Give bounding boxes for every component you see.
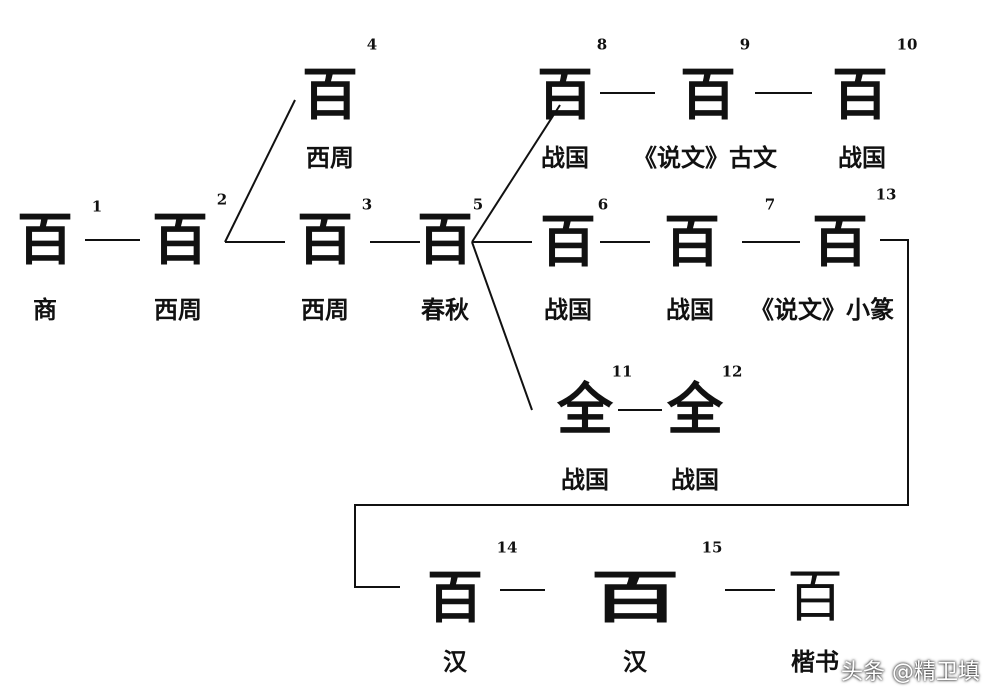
- period-label-3: 西周: [301, 295, 349, 324]
- glyph-3: 百: [297, 207, 353, 273]
- connector: [471, 104, 561, 243]
- period-label-9: 《说文》古文: [633, 143, 777, 172]
- period-label-10: 战国: [838, 143, 886, 172]
- period-label-11: 战国: [561, 465, 609, 494]
- period-label-12: 战国: [671, 465, 719, 494]
- glyph-13: 百: [812, 209, 868, 275]
- glyph-15: 百: [590, 565, 680, 631]
- glyph-14: 百: [427, 565, 483, 631]
- node-number-5: 5: [472, 195, 484, 214]
- glyph-7: 百: [664, 209, 720, 275]
- glyph-1: 百: [17, 207, 73, 273]
- node-number-9: 9: [739, 35, 751, 54]
- connector: [224, 99, 296, 243]
- period-label-6: 战国: [544, 295, 592, 324]
- connector: [354, 239, 909, 588]
- glyph-2: 百: [152, 207, 208, 273]
- period-label-5: 春秋: [421, 295, 469, 324]
- node-number-10: 10: [896, 35, 918, 54]
- period-label-7: 战国: [666, 295, 714, 324]
- glyph-16: 百: [787, 565, 843, 630]
- period-label-15: 汉: [623, 647, 647, 676]
- node-number-1: 1: [91, 197, 103, 216]
- node-number-3: 3: [361, 195, 373, 214]
- node-number-4: 4: [366, 35, 378, 54]
- glyph-5: 百: [417, 207, 473, 273]
- node-number-2: 2: [216, 190, 228, 209]
- node-number-8: 8: [596, 35, 608, 54]
- period-label-13: 《说文》小篆: [750, 295, 894, 324]
- node-number-13: 13: [875, 185, 897, 204]
- node-number-7: 7: [764, 195, 776, 214]
- node-number-12: 12: [721, 362, 743, 381]
- node-number-6: 6: [597, 195, 609, 214]
- period-label-16: 楷书: [791, 647, 839, 676]
- node-number-11: 11: [611, 362, 633, 381]
- period-label-8: 战国: [541, 143, 589, 172]
- glyph-11: 全: [557, 377, 613, 443]
- glyph-8: 百: [537, 62, 593, 128]
- period-label-1: 商: [33, 295, 57, 324]
- node-number-14: 14: [496, 538, 518, 557]
- glyph-9: 百: [680, 62, 736, 128]
- glyph-6: 百: [540, 209, 596, 275]
- glyph-4: 百: [302, 62, 358, 128]
- glyph-10: 百: [832, 62, 888, 128]
- node-number-15: 15: [701, 538, 723, 557]
- period-label-4: 西周: [306, 143, 354, 172]
- watermark: 头条 @精卫填: [841, 660, 980, 685]
- glyph-12: 全: [667, 377, 723, 443]
- period-label-14: 汉: [443, 647, 467, 676]
- period-label-2: 西周: [154, 295, 202, 324]
- connector: [471, 241, 533, 411]
